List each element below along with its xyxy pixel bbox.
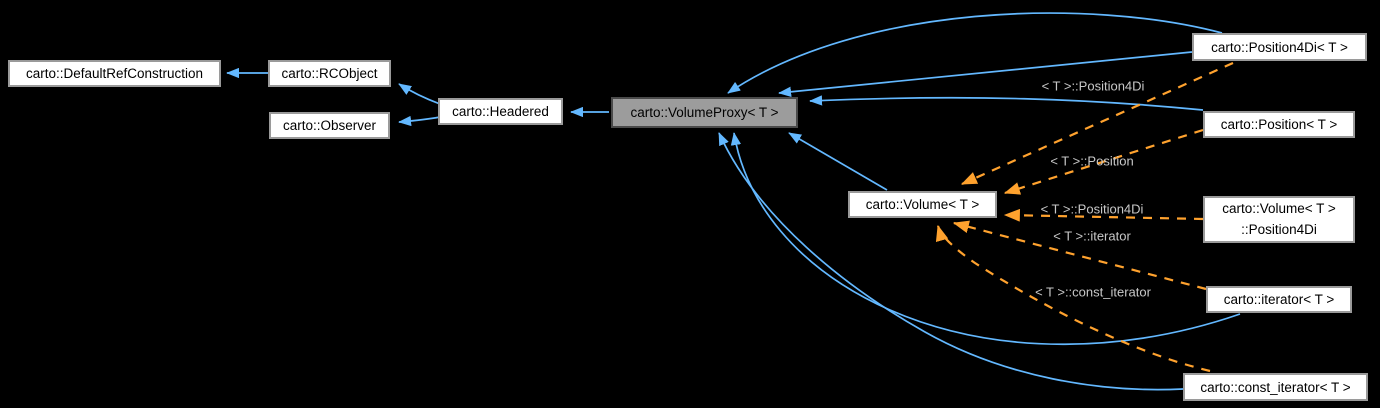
- node-observer[interactable]: carto::Observer: [269, 112, 390, 139]
- node-headered[interactable]: carto::Headered: [438, 98, 563, 125]
- edge-headered-to-observer: [398, 115, 441, 127]
- edge-volume-to-volumeproxy: [788, 132, 888, 191]
- node-volume-position4di-line1: carto::Volume< T >: [1222, 201, 1336, 217]
- node-rc-object[interactable]: carto::RCObject: [268, 60, 391, 87]
- edge-position4di-to-volumeproxy-arc: [727, 12, 1223, 94]
- node-volume-position4di[interactable]: carto::Volume< T > ::Position4Di: [1203, 196, 1355, 243]
- edge-position-to-volumeproxy: [809, 95, 1204, 111]
- node-volume-position4di-text: carto::Volume< T > ::Position4Di: [1222, 199, 1336, 240]
- edge-constiterator-to-volumeproxy: [718, 132, 1184, 391]
- node-const-iterator[interactable]: carto::const_iterator< T >: [1183, 373, 1368, 401]
- node-position4di[interactable]: carto::Position4Di< T >: [1192, 33, 1367, 61]
- edge-iterator-to-volumeproxy: [730, 132, 1241, 346]
- node-volume-position4di-line2: ::Position4Di: [1241, 221, 1317, 237]
- edge-position4di-to-volumeproxy: [778, 51, 1193, 97]
- node-volume-proxy: carto::VolumeProxy< T >: [611, 97, 798, 128]
- edge-constiterator-to-volume-template: [935, 224, 1211, 373]
- node-position[interactable]: carto::Position< T >: [1203, 111, 1355, 138]
- edge-label-iterator: < T >::iterator: [1053, 228, 1131, 244]
- edge-label-position: < T >::Position: [1050, 153, 1134, 169]
- edge-label-position4di-top: < T >::Position4Di: [1041, 78, 1145, 94]
- edge-label-position4di-middle: < T >::Position4Di: [1040, 201, 1144, 217]
- edge-label-const-iterator: < T >::const_iterator: [1035, 284, 1151, 300]
- edge-position-to-volume-template: [1003, 128, 1204, 195]
- node-default-ref-construction[interactable]: carto::DefaultRefConstruction: [8, 60, 221, 87]
- node-iterator[interactable]: carto::iterator< T >: [1206, 286, 1352, 313]
- node-volume[interactable]: carto::Volume< T >: [848, 191, 997, 218]
- edge-headered-to-rcobject: [398, 83, 441, 105]
